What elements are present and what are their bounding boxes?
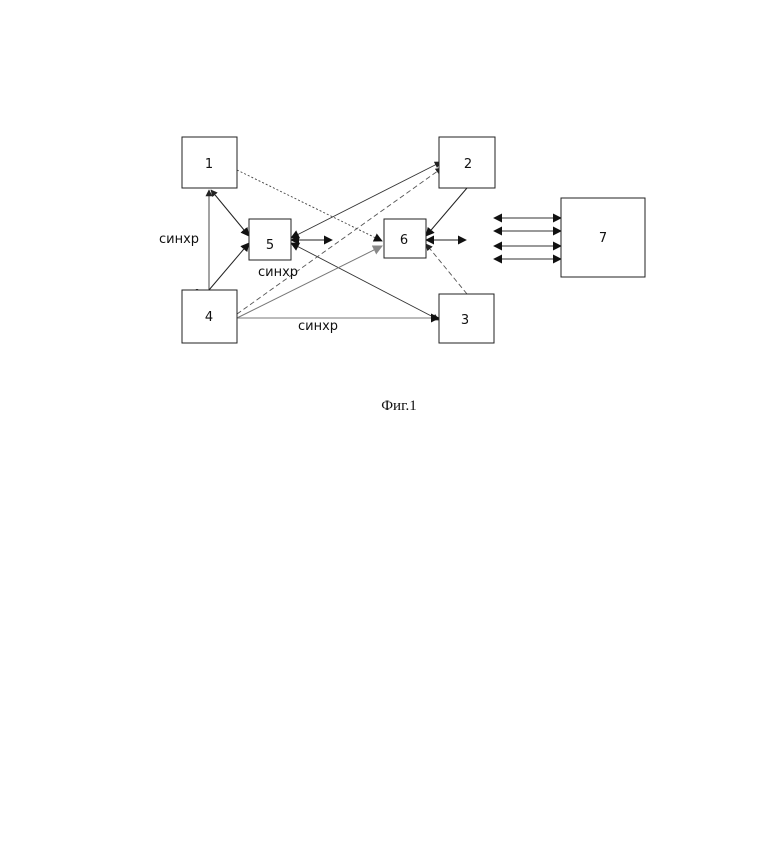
block-1-label: 1 [205, 157, 213, 172]
block-3: 3 [439, 294, 494, 343]
block-6: 6 [384, 219, 426, 258]
block-7-label: 7 [599, 231, 607, 246]
sync-label-bottom: синхр [298, 319, 338, 334]
block-6-label: 6 [400, 233, 408, 248]
block-3-label: 3 [461, 313, 469, 328]
block-5: 5 [249, 219, 291, 260]
block-2-label: 2 [464, 157, 472, 172]
figure-caption: Фиг.1 [381, 398, 417, 414]
sync-label-left: синхр [159, 232, 199, 247]
block-4-label: 4 [205, 310, 213, 325]
block-1: 1 [182, 137, 237, 188]
block-5-label: 5 [266, 238, 274, 253]
block-2: 2 [439, 137, 495, 188]
sync-label-middle: синхр [258, 265, 298, 280]
line-3-to-6 [426, 244, 467, 294]
block-4: 4 [182, 290, 237, 343]
line-4-to-5 [209, 243, 249, 290]
line-2-to-6 [426, 188, 467, 236]
line-1-to-5 [211, 190, 249, 236]
block-7: 7 [561, 198, 645, 277]
